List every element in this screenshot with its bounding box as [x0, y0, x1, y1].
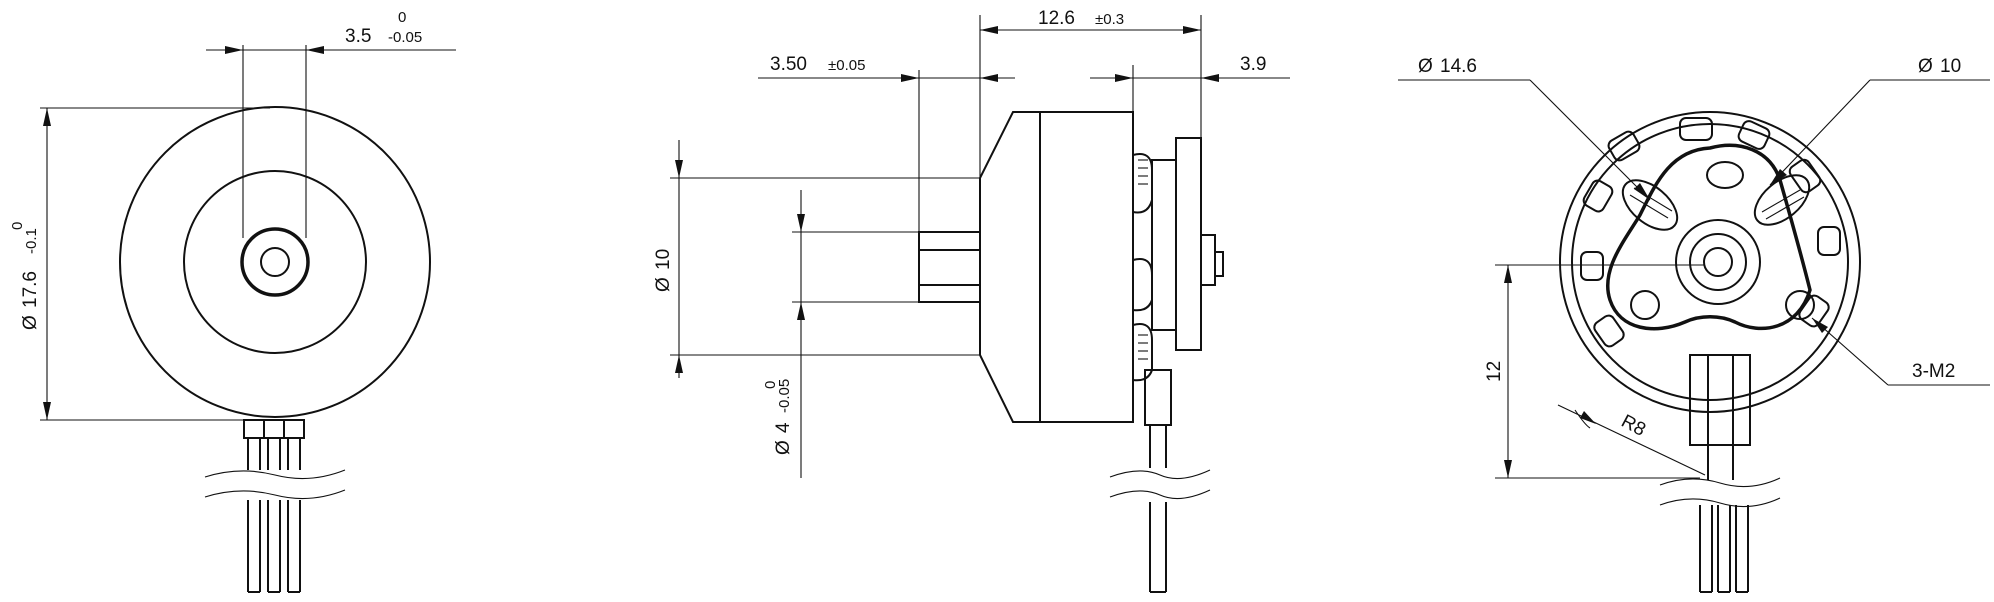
dim-radius-value: R8: [1618, 411, 1649, 441]
wire-connector: [243, 419, 305, 439]
dim-length-value: 12.6: [1038, 8, 1075, 29]
dim-length-tol: ±0.3: [1095, 11, 1124, 28]
side-view: 12.6 ±0.3 3.50 ±0.05 3.9 Ø 10 Ø 4: [653, 8, 1290, 593]
dim-holes-value: 3-M2: [1912, 361, 1955, 382]
dim-shaft-flat-value: 3.5: [345, 26, 371, 47]
break-line-upper: [204, 469, 346, 480]
dim-diameter-tol-upper: 0: [9, 222, 26, 230]
rear-wire-harness: [1689, 354, 1751, 446]
stator-slots: [1580, 117, 1841, 348]
rear-mount-plate: [1175, 137, 1202, 351]
shaft: [918, 231, 981, 303]
rear-view: Ø 14.6 Ø 10 3-M2 12 R8: [1398, 56, 1990, 593]
wires-upper: [247, 438, 301, 470]
dim-outer-value: 14.6: [1440, 56, 1477, 77]
dim-radius-label: R8: [1618, 411, 1649, 441]
dim-shaft-diameter-value: 4: [773, 422, 794, 433]
dim-outer-symbol: Ø: [1418, 56, 1433, 77]
dim-shaft-flat-tol-lower: -0.05: [388, 29, 422, 46]
side-break-upper: [1109, 469, 1211, 480]
mount-hole-right: [1785, 290, 1815, 320]
motor-outer-outline: [119, 106, 431, 418]
rear-outer-rim: [1559, 111, 1861, 413]
shaft-bore: [260, 247, 290, 277]
rear-bearing-housing: [1675, 219, 1761, 305]
wires-lower: [247, 500, 301, 593]
three-lobe-mount: [1606, 143, 1812, 331]
dim-diameter-symbol: Ø: [20, 315, 41, 330]
dim-shaft-diameter-label: Ø 4 -0.05 0: [762, 379, 794, 455]
dim-height-value: 12: [1484, 361, 1505, 382]
rear-break-upper: [1659, 477, 1781, 488]
dim-inner-symbol: Ø: [1918, 56, 1933, 77]
side-break-lower: [1109, 489, 1211, 500]
rear-inner-rim: [1571, 123, 1849, 401]
leader-outer: [1529, 79, 1651, 201]
mount-hole-left: [1630, 290, 1660, 320]
front-view: 3.5 0 -0.05 Ø 17.6 -0.1 0: [9, 9, 456, 593]
leader-inner: [1769, 79, 1871, 186]
dim-diameter-label: Ø 17.6 -0.1 0: [9, 222, 41, 330]
shaft-flat-outline: [240, 227, 310, 297]
dim-inner-value: 10: [1940, 56, 1961, 77]
rear-bearing: [1689, 233, 1747, 291]
motor-hub-outline: [183, 170, 367, 354]
dim-diameter-value: 17.6: [20, 271, 41, 308]
dim-shaft-flat-tol-upper: 0: [398, 9, 406, 26]
dim-height-label: 12: [1484, 361, 1505, 382]
windings: [1132, 153, 1153, 382]
dim-hub-diameter-label: Ø 10: [653, 249, 674, 292]
dim-diameter-tol-lower: -0.1: [23, 228, 40, 254]
wire-exit: [1144, 369, 1172, 426]
motor-body: [979, 111, 1134, 423]
rear-shaft-tip: [1214, 251, 1224, 277]
rear-mount-base: [1151, 159, 1177, 331]
dim-shaft-length-tol: ±0.05: [828, 57, 865, 74]
dim-shaft-diameter-symbol: Ø: [773, 440, 794, 455]
rear-break-lower: [1659, 497, 1781, 508]
rear-bearing-cap: [1200, 234, 1216, 286]
rear-shaft: [1703, 247, 1733, 277]
dim-hub-diameter-value: 10: [653, 249, 674, 270]
mount-hole-top: [1706, 161, 1744, 189]
rear-wires-lower: [1699, 505, 1749, 593]
dim-shaft-diameter-tol-lower: -0.05: [776, 379, 793, 413]
dim-back-value: 3.9: [1240, 54, 1266, 75]
dim-hub-diameter-symbol: Ø: [653, 277, 674, 292]
break-line-lower: [204, 489, 346, 500]
dim-shaft-length-value: 3.50: [770, 54, 807, 75]
dim-shaft-diameter-tol-upper: 0: [762, 381, 779, 389]
